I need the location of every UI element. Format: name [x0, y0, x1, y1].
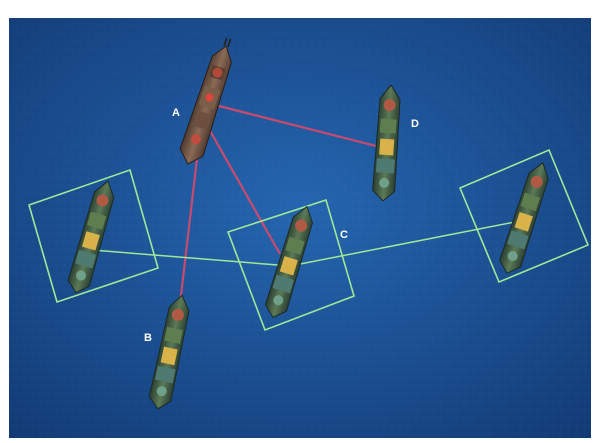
attack-lines — [178, 102, 385, 305]
ship-formation-right[interactable] — [497, 159, 554, 276]
ship-formation-left[interactable] — [65, 178, 118, 296]
ship-c[interactable] — [263, 203, 318, 320]
ship-label-a: A — [172, 107, 180, 119]
ship-label-d: D — [411, 118, 419, 130]
attack-line-a-b — [178, 149, 200, 305]
selection-box-left — [28, 168, 159, 304]
selection-box-center — [226, 198, 355, 332]
ship-b[interactable] — [147, 293, 193, 411]
selection-boxes — [28, 148, 590, 332]
attack-line-a-c — [204, 121, 281, 255]
ship-label-b: B — [144, 332, 152, 344]
ship-a[interactable] — [176, 35, 240, 168]
attack-line-a-d — [210, 102, 385, 150]
selection-box-right — [458, 148, 590, 284]
ship-d[interactable] — [372, 84, 402, 202]
ship-label-c: C — [340, 229, 348, 241]
